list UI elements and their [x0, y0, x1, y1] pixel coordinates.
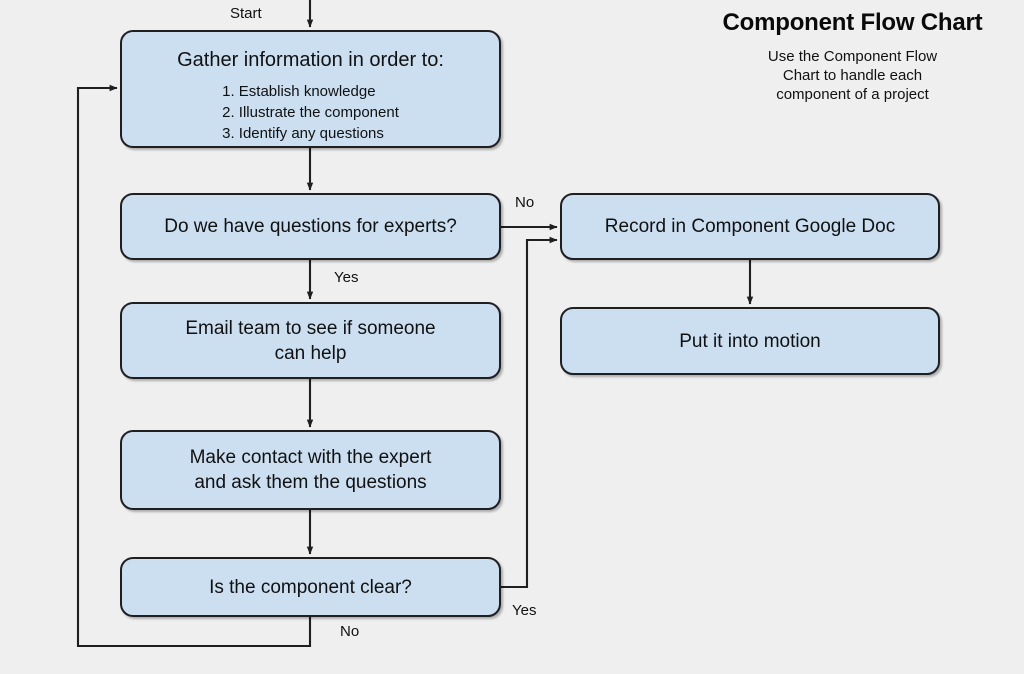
node-questions-title: Do we have questions for experts?: [164, 216, 457, 237]
node-contact-title: Make contact with the expert and ask the…: [189, 447, 432, 493]
edge-clear-to-record: [501, 236, 558, 589]
node-is-component-clear[interactable]: Is the component clear?: [120, 557, 501, 617]
node-do-we-have-questions[interactable]: Do we have questions for experts?: [120, 193, 501, 260]
node-clear-title: Is the component clear?: [209, 576, 412, 598]
node-gather-title: Gather information in order to:: [177, 49, 444, 71]
node-record-google-doc[interactable]: Record in Component Google Doc: [560, 193, 940, 260]
node-email-team[interactable]: Email team to see if someone can help: [120, 302, 501, 379]
page-title: Component Flow Chart: [722, 9, 983, 36]
node-gather-list: 1. Establish knowledge 2. Illustrate the…: [222, 81, 399, 144]
page-subtitle: Use the Component Flow Chart to handle e…: [767, 48, 938, 103]
node-make-contact[interactable]: Make contact with the expert and ask the…: [120, 430, 501, 510]
edge-label-yes-clear: Yes: [512, 602, 537, 619]
list-item: 2. Illustrate the component: [222, 104, 399, 121]
edge-label-yes-experts: Yes: [334, 269, 359, 286]
chart-header: Component Flow Chart Use the Component F…: [690, 8, 1015, 104]
list-item: 1. Establish knowledge: [222, 83, 376, 100]
edge-label-start: Start: [230, 5, 262, 22]
node-put-into-motion[interactable]: Put it into motion: [560, 307, 940, 375]
node-gather-information[interactable]: Gather information in order to: 1. Estab…: [120, 30, 501, 148]
node-email-title: Email team to see if someone can help: [185, 317, 436, 364]
edge-label-no-clear: No: [340, 623, 360, 640]
list-item: 3. Identify any questions: [222, 125, 384, 142]
node-motion-title: Put it into motion: [679, 330, 821, 352]
node-record-title: Record in Component Google Doc: [604, 216, 896, 237]
edge-label-no-experts: No: [515, 194, 535, 211]
